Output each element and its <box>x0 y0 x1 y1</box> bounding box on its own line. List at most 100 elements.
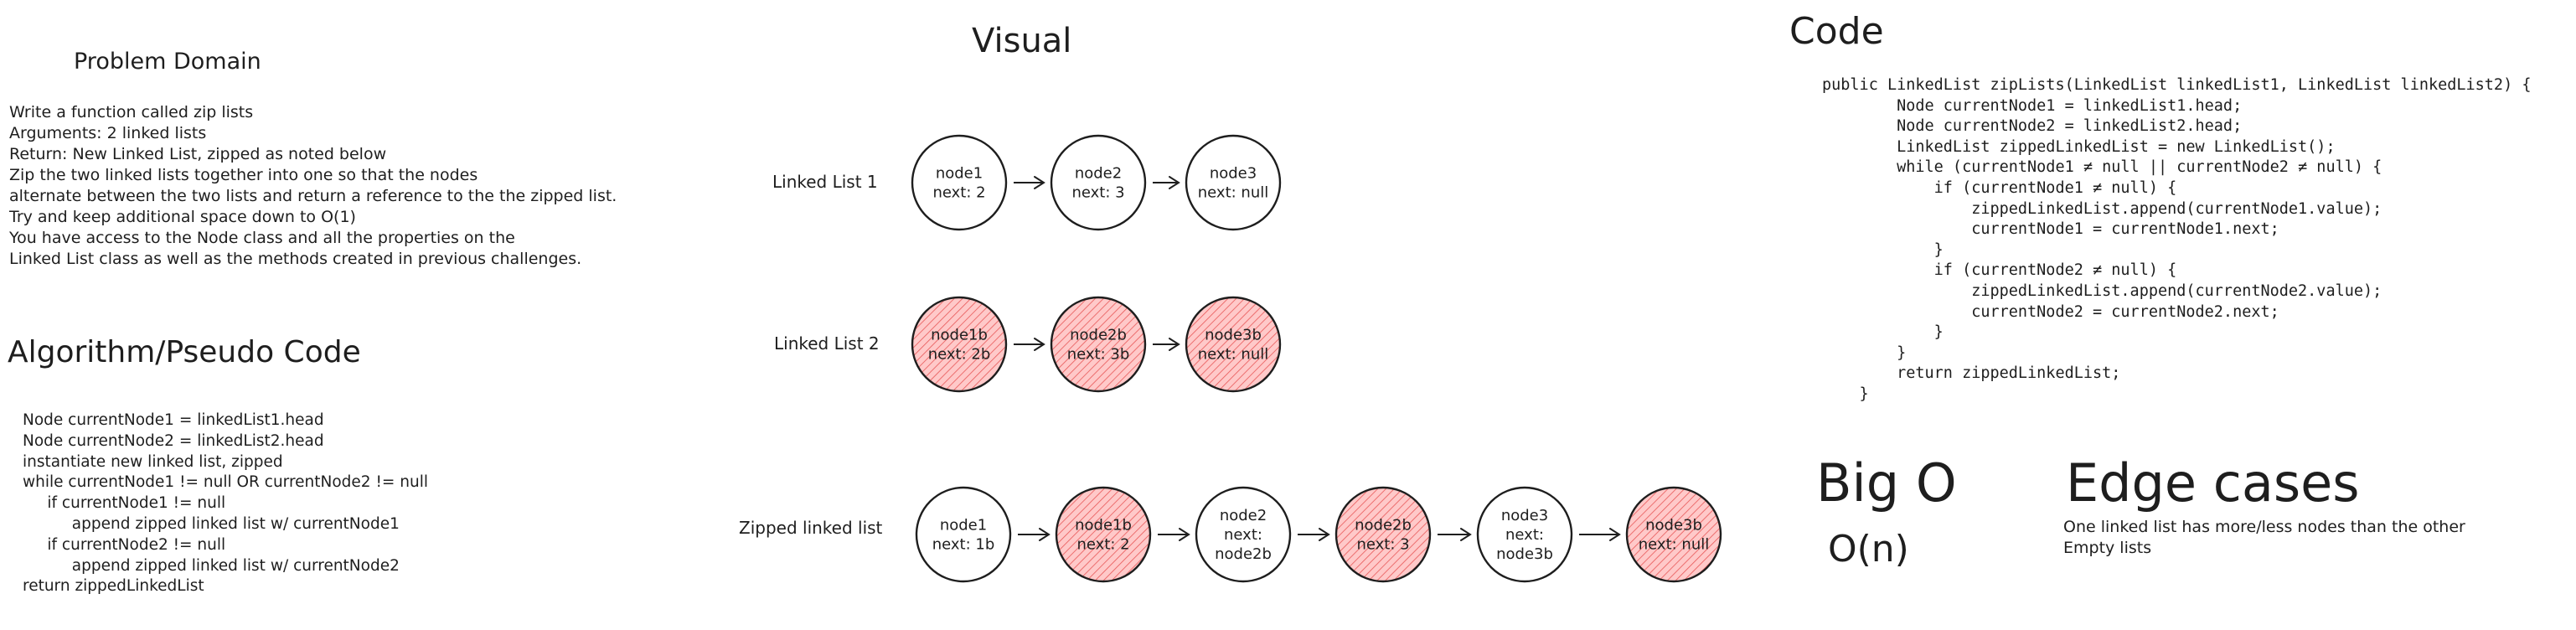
node-circle <box>911 296 1008 393</box>
node-label: next: null <box>1198 184 1268 202</box>
node-label: node3b <box>1496 545 1553 563</box>
node-label: next: 2b <box>928 346 991 364</box>
node-label: next: 3 <box>1071 184 1124 202</box>
code-line: Node currentNode1 = linkedList1.head; <box>1822 96 2243 115</box>
node-label: node2 <box>1220 507 1267 524</box>
code-line: zippedLinkedList.append(currentNode2.val… <box>1822 281 2382 300</box>
arrow-icon <box>1298 528 1330 541</box>
node-circle <box>1055 486 1152 583</box>
node-circle <box>1050 296 1147 393</box>
arrow-icon <box>1158 528 1190 541</box>
edge-cases-text: One linked list has more/less nodes than… <box>2063 517 2465 559</box>
code-line: if (currentNode2 ≠ null) { <box>1822 261 2177 280</box>
list-node: node1b next: 2b <box>911 296 1008 393</box>
node-label: next: null <box>1198 346 1268 364</box>
problem-line: Zip the two linked lists together into o… <box>9 166 478 184</box>
node-label: node2b <box>1215 545 1272 563</box>
problem-line: Return: New Linked List, zipped as noted… <box>9 145 387 163</box>
problem-line: Write a function called zip lists <box>9 103 254 121</box>
node-label: node1 <box>940 517 987 534</box>
list-node: node2b next: 3 <box>1334 486 1432 583</box>
edge-cases-heading: Edge cases <box>2066 452 2360 514</box>
node-circle <box>1334 486 1432 583</box>
code-line: LinkedList zippedLinkedList = new Linked… <box>1822 137 2336 156</box>
arrow-icon <box>1153 176 1180 189</box>
list-node: node1 next: 1b <box>915 486 1012 583</box>
node-label: node1 <box>936 165 983 183</box>
node-label: next: 1b <box>932 536 995 554</box>
node-label: next: 2 <box>1076 536 1129 554</box>
linked-list-2-label: Linked List 2 <box>774 333 880 354</box>
arrow-icon <box>1153 338 1180 351</box>
code-line: } <box>1822 385 1869 403</box>
node-circle <box>1625 486 1722 583</box>
code-block: public LinkedList zipLists(LinkedList li… <box>1822 75 2531 405</box>
algorithm-heading: Algorithm/Pseudo Code <box>8 335 361 369</box>
pseudo-code-line: Node currentNode1 = linkedList1.head <box>23 411 324 429</box>
code-heading: Code <box>1789 10 1884 53</box>
pseudo-code-line: if currentNode2 != null <box>23 535 226 554</box>
arrow-icon <box>1438 528 1472 541</box>
code-line: currentNode2 = currentNode2.next; <box>1822 302 2279 321</box>
code-line: } <box>1822 343 1907 362</box>
code-line: public LinkedList zipLists(LinkedList li… <box>1822 76 2532 94</box>
code-line: return zippedLinkedList; <box>1822 364 2121 383</box>
node-label: next: null <box>1639 536 1709 554</box>
problem-line: Arguments: 2 linked lists <box>9 124 207 142</box>
node-circle <box>911 134 1008 231</box>
node-label: node3 <box>1501 507 1548 524</box>
pseudo-code-line: append zipped linked list w/ currentNode… <box>23 556 400 575</box>
pseudo-code-line: return zippedLinkedList <box>23 577 204 596</box>
node-circle <box>1050 134 1147 231</box>
node-label: node2 <box>1075 165 1122 183</box>
node-label: next: <box>1505 526 1544 544</box>
big-o-value: O(n) <box>1828 528 1909 571</box>
node-circle <box>915 486 1012 583</box>
node-circle <box>1195 486 1292 583</box>
node-label: node3b <box>1205 327 1262 344</box>
arrow-icon <box>1018 528 1051 541</box>
zipped-linked-list-label: Zipped linked list <box>739 518 883 538</box>
node-label: node2b <box>1355 517 1412 534</box>
code-line: } <box>1822 240 1944 259</box>
node-label: next: <box>1224 526 1262 544</box>
node-label: node3 <box>1210 165 1257 183</box>
code-line: if (currentNode1 ≠ null) { <box>1822 178 2177 197</box>
arrow-icon <box>1014 176 1045 189</box>
node-label: node1b <box>1075 517 1132 534</box>
visual-heading: Visual <box>972 22 1072 60</box>
code-line: } <box>1822 323 1944 342</box>
pseudo-code-line: while currentNode1 != null OR currentNod… <box>23 473 428 492</box>
code-line: Node currentNode2 = linkedList2.head; <box>1822 117 2243 136</box>
list-node: node2 next:node2b <box>1195 486 1292 583</box>
arrow-icon <box>1579 528 1621 541</box>
code-line: currentNode1 = currentNode1.next; <box>1822 220 2279 239</box>
problem-line: You have access to the Node class and al… <box>9 229 515 247</box>
node-label: node3b <box>1645 517 1702 534</box>
arrow-icon <box>1014 338 1045 351</box>
problem-domain-heading: Problem Domain <box>74 49 261 75</box>
pseudo-code-line: Node currentNode2 = linkedList2.head <box>23 431 324 450</box>
linked-list-1-label: Linked List 1 <box>772 172 878 192</box>
edge-case-line: One linked list has more/less nodes than… <box>2063 518 2465 536</box>
list-node: node3b next: null <box>1185 296 1282 393</box>
problem-line: alternate between the two lists and retu… <box>9 187 617 205</box>
pseudo-code-line: instantiate new linked list, zipped <box>23 452 283 471</box>
edge-case-line: Empty lists <box>2063 539 2152 557</box>
list-node: node3b next: null <box>1625 486 1722 583</box>
code-line: while (currentNode1 ≠ null || currentNod… <box>1822 158 2382 177</box>
list-node: node1b next: 2 <box>1055 486 1152 583</box>
node-label: node1b <box>931 327 988 344</box>
pseudo-code-line: if currentNode1 != null <box>23 494 226 513</box>
node-circle <box>1185 296 1282 393</box>
big-o-heading: Big O <box>1816 452 1957 514</box>
node-circle <box>1185 134 1282 231</box>
node-label: next: 3 <box>1356 536 1409 554</box>
